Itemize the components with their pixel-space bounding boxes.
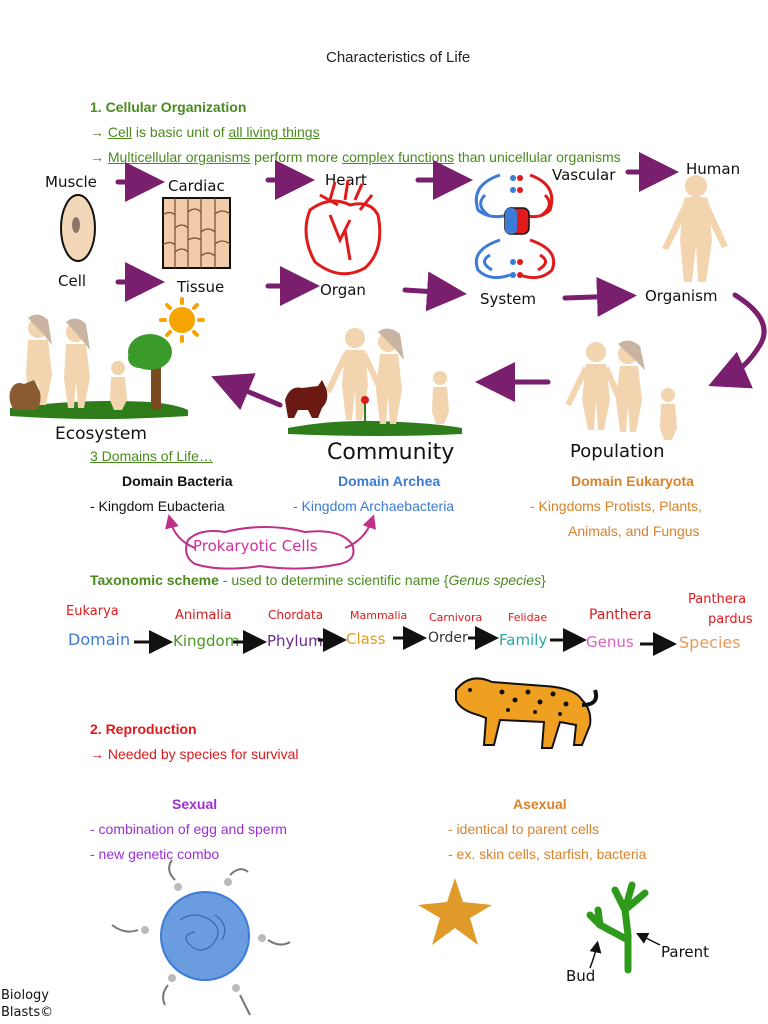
sun-drawing bbox=[159, 297, 205, 343]
population-drawing bbox=[565, 340, 677, 440]
label-tissue: Tissue bbox=[177, 278, 225, 296]
label-community: Community bbox=[327, 440, 455, 465]
label-cardiac: Cardiac bbox=[168, 177, 225, 195]
leopard-drawing bbox=[455, 677, 599, 749]
tax-rank-domain: Domain bbox=[68, 630, 131, 649]
kingdom-eukaryota-1: - Kingdoms Protists, Plants, bbox=[530, 498, 702, 514]
prokaryotic-cells-label: Prokaryotic Cells bbox=[193, 537, 318, 555]
domain-archea: Domain Archea bbox=[338, 473, 441, 489]
reproduction-survival-line: → Needed by species for survival bbox=[90, 746, 299, 762]
multicellular-line: → Multicellular organisms perform more c… bbox=[90, 149, 621, 165]
label-organism: Organism bbox=[645, 287, 718, 305]
label-ecosystem: Ecosystem bbox=[55, 424, 147, 444]
tax-rank-kingdom: Kingdom bbox=[173, 632, 240, 650]
asexual-heading: Asexual bbox=[513, 796, 567, 812]
cardiac-tissue-drawing bbox=[162, 197, 231, 269]
tax-rank-class: Class bbox=[346, 630, 386, 648]
label-population: Population bbox=[570, 441, 665, 462]
domain-bacteria: Domain Bacteria bbox=[122, 473, 233, 489]
tax-rank-order: Order bbox=[428, 630, 468, 646]
community-drawing bbox=[285, 328, 462, 436]
tax-example-domain: Eukarya bbox=[66, 604, 119, 619]
domains-intro: 3 Domains of Life… bbox=[90, 448, 213, 464]
tax-example-species-1: Panthera bbox=[688, 592, 747, 607]
bud-label: Bud bbox=[566, 967, 596, 985]
domain-eukaryota: Domain Eukaryota bbox=[571, 473, 694, 489]
tax-rank-phylum: Phylum bbox=[267, 632, 323, 650]
heart-drawing bbox=[304, 179, 382, 276]
label-muscle: Muscle bbox=[45, 173, 97, 191]
tax-rank-species: Species bbox=[679, 633, 741, 652]
kingdom-archaebacteria: - Kingdom Archaebacteria bbox=[293, 498, 455, 514]
bud-parent-arrows bbox=[589, 932, 661, 969]
asexual-point-1: - identical to parent cells bbox=[448, 821, 599, 837]
cell-unit-line: → Cell is basic unit of all living thing… bbox=[90, 124, 320, 140]
tax-example-species-2: pardus bbox=[708, 612, 753, 627]
label-system: System bbox=[480, 290, 536, 308]
credit-line-2: Blasts© bbox=[1, 1005, 54, 1020]
section-heading-cellular-organization: 1. Cellular Organization bbox=[90, 99, 247, 115]
tax-example-family: Felidae bbox=[508, 611, 548, 624]
taxonomic-scheme-line: Taxonomic scheme - used to determine sci… bbox=[90, 572, 546, 588]
label-organ: Organ bbox=[320, 281, 366, 299]
tax-example-genus: Panthera bbox=[589, 607, 652, 623]
tax-rank-genus: Genus bbox=[586, 633, 634, 651]
tax-example-phylum: Chordata bbox=[268, 608, 324, 622]
kingdom-eukaryota-2: Animals, and Fungus bbox=[568, 523, 700, 539]
parent-label: Parent bbox=[661, 943, 710, 961]
tax-example-kingdom: Animalia bbox=[175, 608, 232, 623]
page-title: Characteristics of Life bbox=[326, 49, 471, 66]
sexual-point-2: - new genetic combo bbox=[90, 846, 220, 862]
egg-sperm-drawing bbox=[111, 859, 291, 1016]
tax-example-order: Carnivora bbox=[429, 611, 483, 624]
sexual-heading: Sexual bbox=[172, 796, 218, 812]
sexual-point-1: - combination of egg and sperm bbox=[90, 821, 287, 837]
hydra-drawing bbox=[586, 881, 649, 974]
credit-line-1: Biology bbox=[1, 988, 49, 1003]
label-human: Human bbox=[686, 160, 741, 178]
starfish-drawing bbox=[418, 878, 492, 945]
kingdom-eubacteria: - Kingdom Eubacteria bbox=[90, 498, 225, 514]
ecosystem-drawing bbox=[9, 297, 205, 419]
tax-example-class: Mammalia bbox=[350, 609, 408, 622]
label-heart: Heart bbox=[325, 171, 367, 189]
vascular-system-drawing bbox=[474, 173, 556, 280]
section-heading-reproduction: 2. Reproduction bbox=[90, 721, 197, 737]
human-organism-drawing bbox=[662, 175, 728, 282]
label-cell: Cell bbox=[58, 272, 87, 290]
asexual-point-2: - ex. skin cells, starfish, bacteria bbox=[448, 846, 647, 862]
tax-rank-family: Family bbox=[499, 631, 548, 649]
muscle-cell-drawing bbox=[60, 194, 96, 262]
label-vascular: Vascular bbox=[552, 166, 616, 184]
